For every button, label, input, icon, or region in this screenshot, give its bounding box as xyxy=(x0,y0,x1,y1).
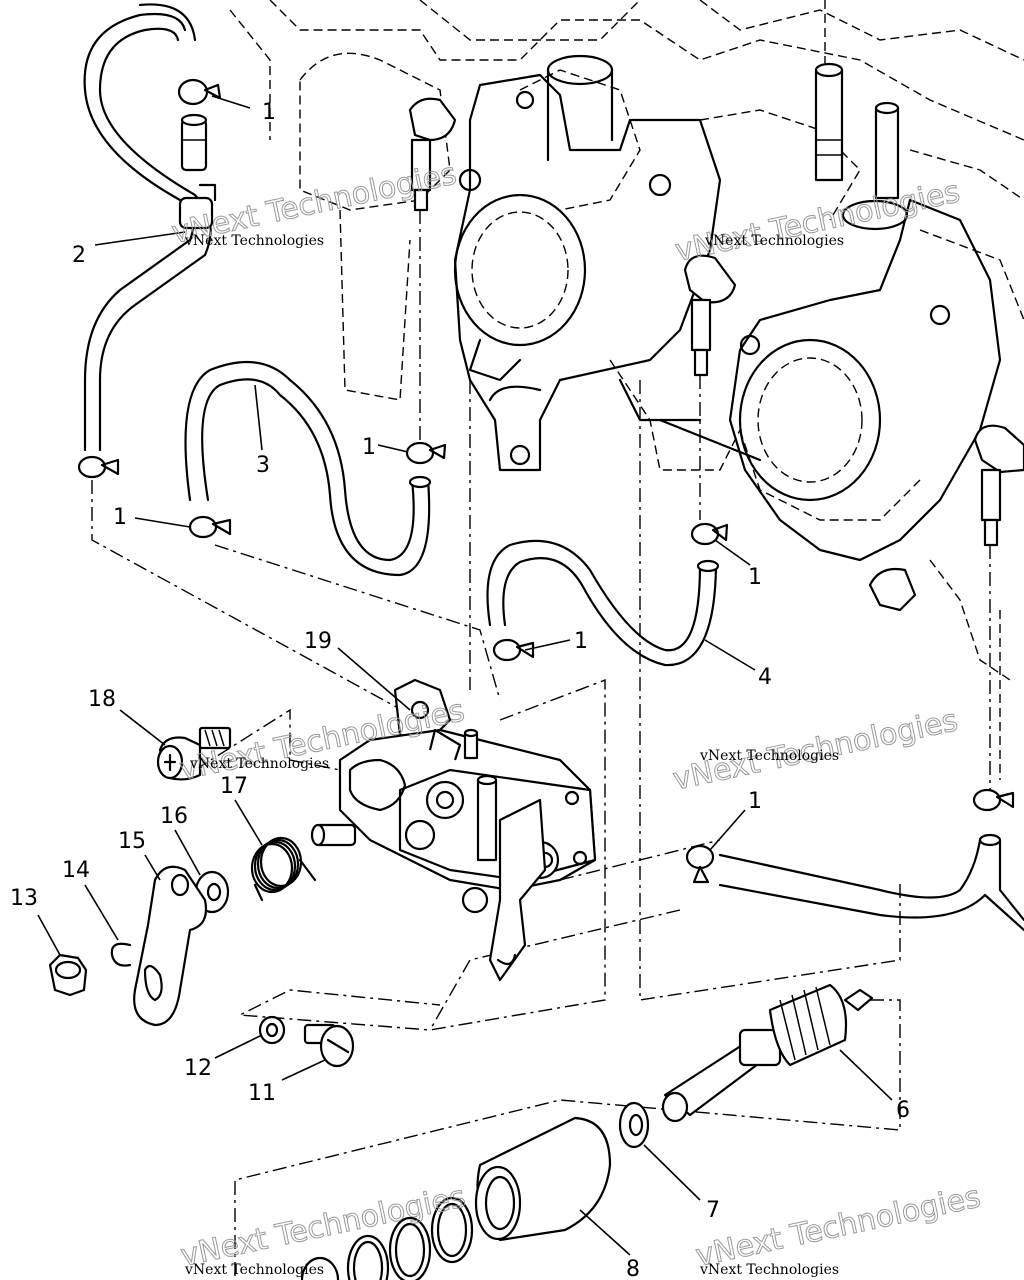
clamp-1h xyxy=(972,788,1015,812)
callout-19: 19 xyxy=(304,629,332,654)
alignment-lines xyxy=(91,210,991,1280)
hose-2 xyxy=(83,3,217,452)
svg-text:vNext Technologies: vNext Technologies xyxy=(184,233,324,249)
callout-labels: 1 1 1 1 1 1 1 2 3 4 6 7 8 11 12 13 14 15… xyxy=(10,100,910,1280)
callout-1: 1 xyxy=(748,789,762,814)
intake-manifold-left xyxy=(453,54,722,472)
bushing-8 xyxy=(474,1116,612,1242)
spring-17 xyxy=(250,836,317,902)
clamp-1a xyxy=(177,78,222,106)
leader-lines xyxy=(37,95,893,1256)
callout-8: 8 xyxy=(626,1257,640,1280)
elbow-fittings xyxy=(408,97,1024,612)
callout-1: 1 xyxy=(362,435,376,460)
hose-clamps xyxy=(77,78,1015,884)
callout-1: 1 xyxy=(113,505,127,530)
callout-15: 15 xyxy=(118,829,146,854)
svg-text:vNext Technologies: vNext Technologies xyxy=(693,1179,984,1274)
watermarks: vNext Technologies vNext Technologies vN… xyxy=(168,156,984,1278)
callout-14: 14 xyxy=(62,858,90,883)
callout-7: 7 xyxy=(706,1198,720,1223)
svg-text:vNext Technologies: vNext Technologies xyxy=(699,748,839,764)
circlip-14 xyxy=(110,942,132,967)
callout-16: 16 xyxy=(160,804,188,829)
callout-6: 6 xyxy=(896,1098,910,1123)
screw-11 xyxy=(303,1023,355,1068)
watermark: vNext Technologies vNext Technologies xyxy=(692,1179,984,1278)
watermark: vNext Technologies vNext Technologies xyxy=(168,156,460,252)
intake-manifold-right xyxy=(618,198,1002,562)
hose-3 xyxy=(184,360,432,577)
watermark: vNext Technologies vNext Technologies xyxy=(177,1179,469,1278)
svg-text:vNext Technologies: vNext Technologies xyxy=(672,174,963,269)
clamp-1e xyxy=(690,522,729,546)
callout-11: 11 xyxy=(248,1081,276,1106)
joint-pipe xyxy=(180,113,208,172)
clamp-1g xyxy=(685,844,715,884)
studs xyxy=(814,62,900,200)
callout-1: 1 xyxy=(574,629,588,654)
callout-17: 17 xyxy=(220,774,248,799)
engine-block xyxy=(229,0,1024,780)
callout-18: 18 xyxy=(88,687,116,712)
clamp-1b xyxy=(405,441,447,465)
hose-4 xyxy=(486,539,720,667)
callout-2: 2 xyxy=(72,243,86,268)
callout-4: 4 xyxy=(758,665,772,690)
svg-text:vNext Technologies: vNext Technologies xyxy=(189,756,329,772)
nut-13 xyxy=(48,953,88,997)
hose-5 xyxy=(718,833,1024,932)
washer-12 xyxy=(258,1015,286,1045)
callout-13: 13 xyxy=(10,886,38,911)
watermark: vNext Technologies vNext Technologies xyxy=(670,703,962,799)
lever-15 xyxy=(133,865,208,1027)
svg-text:vNext Technologies: vNext Technologies xyxy=(704,233,844,249)
callout-3: 3 xyxy=(256,453,270,478)
oil-pump xyxy=(310,678,597,982)
callout-1: 1 xyxy=(262,100,276,125)
svg-text:vNext Technologies: vNext Technologies xyxy=(699,1262,839,1278)
o-rings xyxy=(300,1196,474,1280)
drive-gear-6 xyxy=(661,983,874,1123)
clamp-1f xyxy=(492,638,535,662)
callout-1: 1 xyxy=(748,565,762,590)
washer-7 xyxy=(618,1101,650,1149)
bolt-18 xyxy=(156,726,232,781)
callout-12: 12 xyxy=(184,1056,212,1081)
clamp-1c xyxy=(77,455,120,479)
clamp-1d xyxy=(188,515,232,539)
svg-text:vNext Technologies: vNext Technologies xyxy=(184,1262,324,1278)
